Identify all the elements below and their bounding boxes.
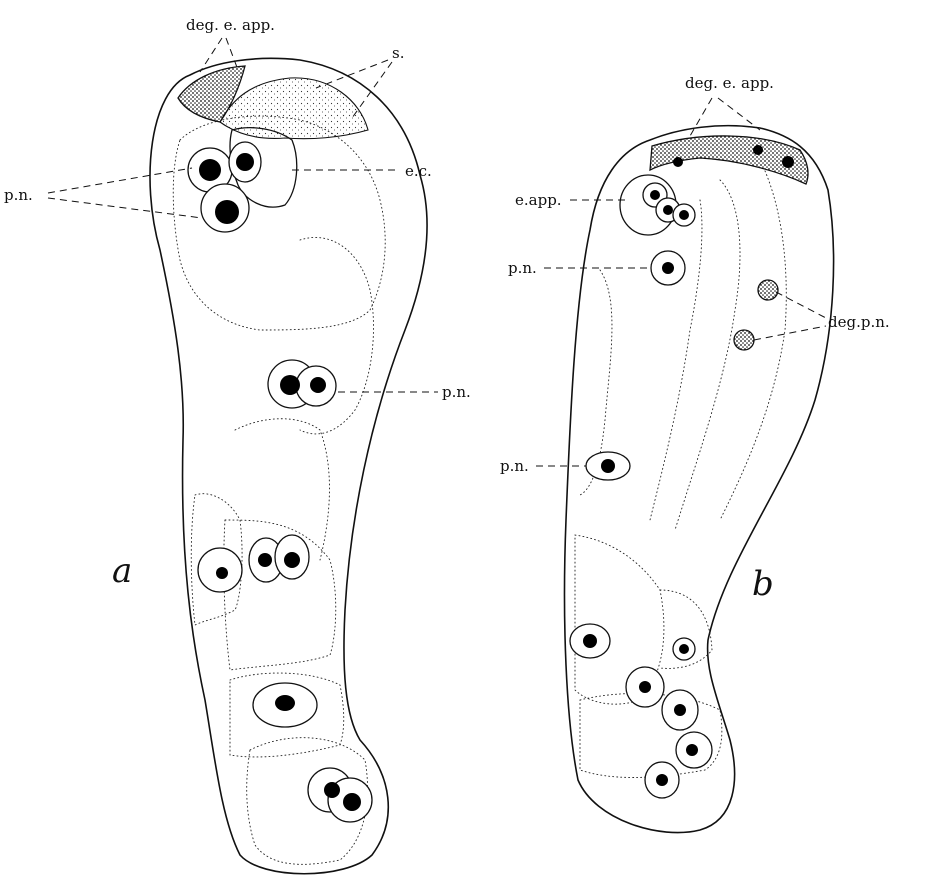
figure-b-nucleolus: [679, 644, 689, 654]
label-b-deg-pn: deg.p.n.: [828, 313, 890, 331]
label-b-pn-top: p.n.: [508, 259, 537, 277]
figure-a-nucleolus: [310, 377, 326, 393]
figure-a-nucleolus: [280, 375, 300, 395]
label-a-pn-mid: p.n.: [442, 383, 471, 401]
figure-a-nucleolus: [258, 553, 272, 567]
leader-line: [316, 60, 388, 88]
leader-line: [754, 326, 826, 340]
leader-line: [776, 292, 826, 318]
figure-b-nucleolus: [656, 774, 668, 786]
figure-a-nucleolus: [275, 695, 295, 711]
figure-b-nucleolus: [601, 459, 615, 473]
figure-a-nucleolus: [324, 782, 340, 798]
figure-b-letter: b: [752, 564, 774, 604]
figure-a-nucleolus: [236, 153, 254, 171]
figure-a-nucleolus: [284, 552, 300, 568]
label-a-pn-top: p.n.: [4, 186, 33, 204]
label-a-ec: e.c.: [405, 162, 432, 180]
figure-a: deg. e. app. s. e.c. p.n. p.n. a: [4, 16, 471, 874]
figure-a-nucleolus: [343, 793, 361, 811]
figure-b-cell-boundary: [650, 200, 702, 520]
figure-b-cell-boundary: [675, 180, 740, 530]
figure-b-degenerate-dot: [782, 156, 794, 168]
figure-a-nucleolus: [199, 159, 221, 181]
figure-b-nucleolus: [662, 262, 674, 274]
figure-a-letter: a: [112, 551, 132, 591]
label-b-pn-mid: p.n.: [500, 457, 529, 475]
label-a-deg-e-app: deg. e. app.: [186, 16, 275, 34]
label-b-e-app: e.app.: [515, 191, 562, 209]
figure-b-nucleolus: [674, 704, 686, 716]
leader-line: [48, 198, 202, 218]
figure-b-nucleolus: [639, 681, 651, 693]
label-b-deg-e-app: deg. e. app.: [685, 74, 774, 92]
figure-b-nucleolus: [583, 634, 597, 648]
leader-line: [48, 168, 192, 193]
figure-b-degenerate-dot: [673, 157, 683, 167]
figure-b-nucleolus: [663, 205, 673, 215]
figure-a-nucleolus: [216, 567, 228, 579]
figure-b-nucleolus: [650, 190, 660, 200]
figure-a-nucleolus: [215, 200, 239, 224]
figure-b-degenerate-dot: [753, 145, 763, 155]
figure-b-degenerate-polar-nucleus: [734, 330, 754, 350]
figure-b-nucleolus: [686, 744, 698, 756]
leader-line: [226, 38, 238, 70]
figure-b-degenerate-polar-nucleus: [758, 280, 778, 300]
figure-b: deg. e. app. e.app. p.n. deg.p.n. p.n. b: [500, 74, 890, 833]
leader-line: [690, 98, 712, 136]
label-a-s: s.: [392, 44, 404, 62]
figure-a-synergid: [220, 78, 368, 139]
figure-b-nucleolus: [679, 210, 689, 220]
